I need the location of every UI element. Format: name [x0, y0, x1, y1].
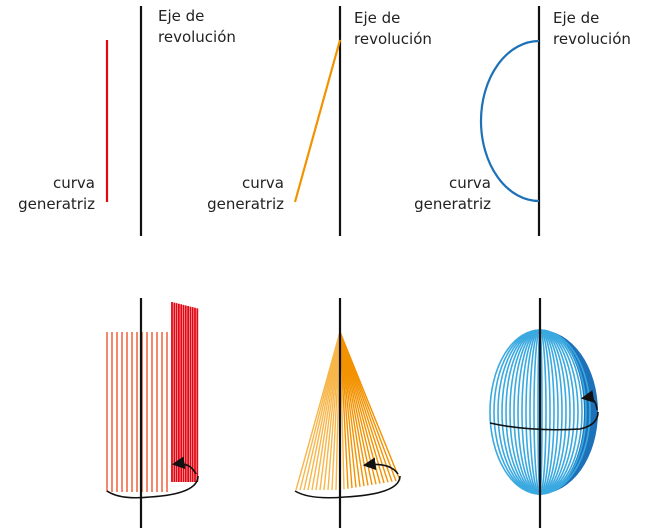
cylinder-solid	[106, 302, 199, 492]
cylinder-base-curve	[106, 475, 199, 499]
generatrix-line-cone	[293, 39, 342, 203]
generatrix-arc-sphere	[479, 39, 540, 203]
cone-line	[339, 331, 401, 481]
sphere-solid	[489, 329, 598, 495]
sphere-rotation-arrow	[580, 390, 598, 411]
cone-rotation-arrow	[362, 457, 399, 475]
cylinder-rotation-arrow	[171, 456, 197, 475]
sphere-equator-curve	[489, 411, 599, 431]
cone-solid	[295, 331, 401, 491]
cone-base-curve	[294, 475, 401, 499]
